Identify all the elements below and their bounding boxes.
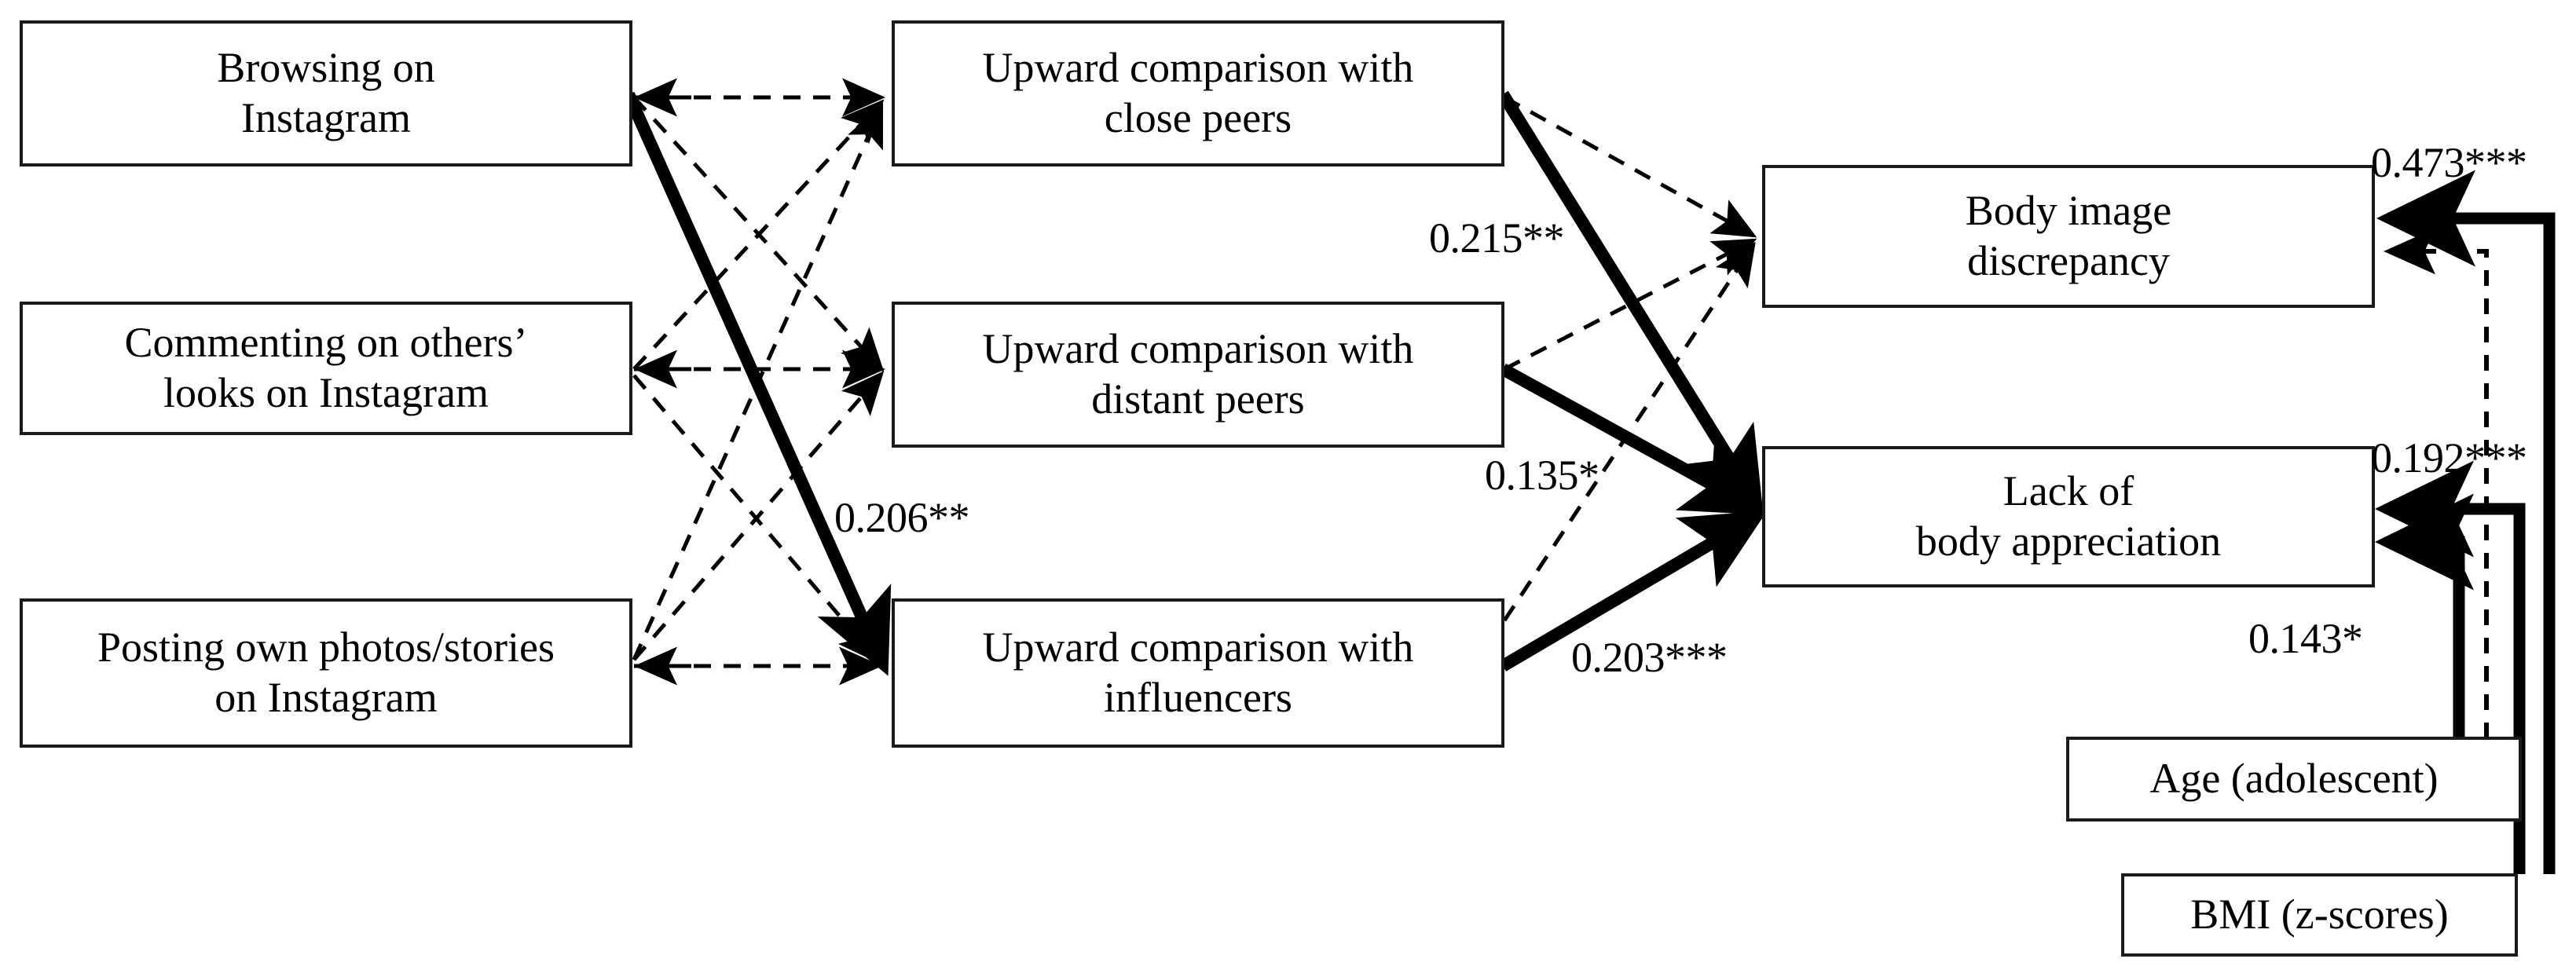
node-body-image-discrepancy[interactable]: Body image discrepancy: [1762, 165, 2375, 308]
edge-posting-to-influencers-solid: [622, 91, 892, 676]
node-browsing-on-instagram[interactable]: Browsing on Instagram: [20, 20, 632, 166]
edge-distant-peers-to-discrepancy: [1503, 238, 1757, 371]
node-age-adolescent[interactable]: Age (adolescent): [2066, 737, 2522, 821]
coef-label-influencers-lack: 0.203***: [1571, 634, 1728, 681]
edge-group-mediators-to-lack: [1497, 90, 1768, 671]
node-upward-comparison-close-peers[interactable]: Upward comparison with close peers: [892, 20, 1504, 166]
edge-group-reverse-arrowheads: [634, 78, 691, 686]
edge-age-to-lack: [2375, 493, 2475, 821]
edge-posting-to-distant-peers: [632, 371, 885, 661]
node-upward-comparison-distant-peers[interactable]: Upward comparison with distant peers: [892, 302, 1504, 448]
node-lack-of-body-appreciation[interactable]: Lack of body appreciation: [1762, 446, 2375, 587]
coef-label-age-lack: 0.143*: [2248, 615, 2363, 662]
node-bmi-z-scores[interactable]: BMI (z-scores): [2121, 873, 2518, 957]
edge-age-to-discrepancy: [2384, 228, 2489, 738]
edge-bmi-to-discrepancy: [2376, 170, 2556, 874]
edge-close-peers-to-lack: [1497, 90, 1764, 514]
node-commenting-on-others-looks[interactable]: Commenting on others’ looks on Instagram: [20, 302, 632, 435]
coef-label-bmi-lack: 0.192***: [2371, 434, 2527, 481]
coef-label-bmi-discrepancy: 0.473***: [2371, 139, 2527, 186]
edge-commenting-to-close-peers: [632, 99, 885, 371]
edge-influencers-to-lack: [1499, 510, 1768, 671]
node-upward-comparison-influencers[interactable]: Upward comparison with influencers: [892, 598, 1504, 748]
coef-label-posting-influencers: 0.206**: [834, 494, 970, 541]
coef-label-close-peers-lack: 0.215**: [1429, 214, 1565, 262]
coef-label-distant-peers-lack: 0.135*: [1485, 452, 1599, 499]
edge-distant-peers-to-lack: [1500, 363, 1768, 515]
node-posting-own-photos-stories[interactable]: Posting own photos/stories on Instagram: [20, 598, 632, 748]
